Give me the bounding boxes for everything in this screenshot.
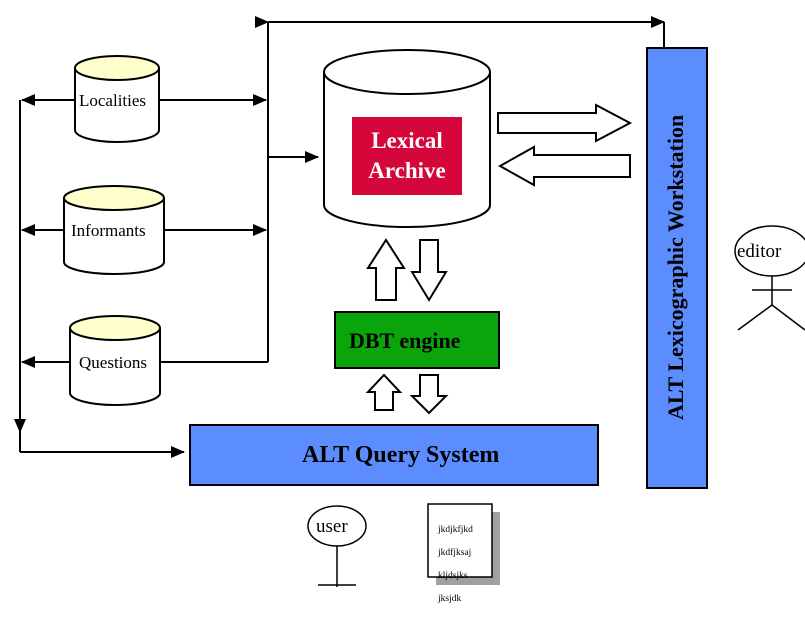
lexical-archive-line-1: Lexical	[371, 128, 443, 153]
archive-to-workstation-block-arrow	[497, 103, 633, 143]
query-system-label: ALT Query System	[302, 442, 500, 468]
workstation-label: ALT Lexicographic Workstation	[663, 114, 688, 420]
user-label: user	[316, 516, 348, 537]
archive-to-engine-block-arrow	[410, 239, 448, 302]
query-system-box	[189, 424, 599, 486]
localities-db	[74, 55, 160, 143]
doc-line-3: kljdsjks	[438, 570, 468, 581]
dbt-engine-box	[334, 311, 500, 369]
lexical-archive-db	[323, 49, 491, 228]
informants-db	[63, 185, 165, 275]
editor-label: editor	[737, 241, 782, 262]
user-figure	[307, 505, 367, 587]
questions-db	[69, 315, 161, 406]
query-to-engine-block-arrow	[365, 373, 403, 411]
engine-to-query-block-arrow	[409, 374, 449, 415]
informants-label: Informants	[71, 221, 146, 240]
workstation-box	[646, 47, 708, 489]
dbt-engine-label: DBT engine	[349, 328, 461, 353]
questions-label: Questions	[79, 353, 147, 372]
document-text: jkdjkfjkd jkdfjksaj kljdsjks jksjdk	[438, 514, 473, 617]
localities-label: Localities	[79, 91, 147, 110]
lexical-archive-line-2: Archive	[368, 157, 446, 183]
engine-to-archive-block-arrow	[366, 238, 406, 301]
workstation-to-archive-block-arrow	[497, 145, 631, 187]
doc-line-4: jksjdk	[438, 593, 462, 604]
doc-line-1: jkdjkfjkd	[438, 525, 473, 536]
lexical-archive-label: Lexical Archive	[352, 126, 462, 186]
architecture-diagram	[14, 16, 805, 587]
lexical-archive-label-bg	[352, 117, 462, 195]
editor-figure	[734, 225, 805, 331]
doc-line-2: jkdfjksaj	[438, 548, 472, 559]
document-icon	[427, 503, 500, 585]
